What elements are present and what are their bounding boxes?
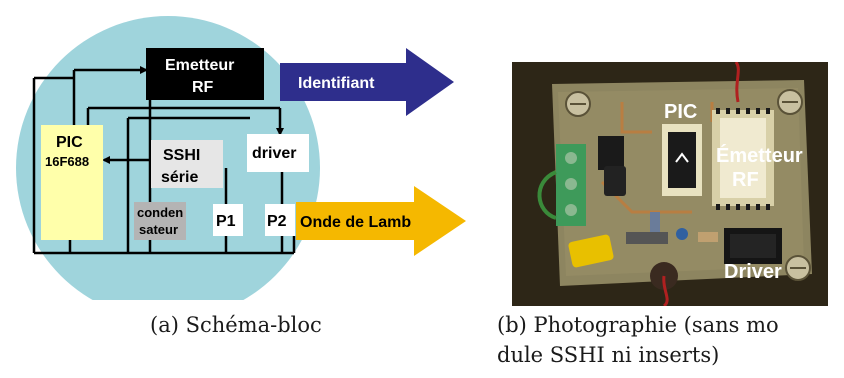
photo-driver-label: Driver	[724, 261, 782, 283]
photo-emetteur-rf-label: RF	[732, 169, 759, 191]
p2-label: P2	[267, 213, 287, 230]
driver-block	[247, 134, 309, 172]
p1-label: P1	[216, 213, 236, 230]
pic-model-label: 16F688	[45, 154, 89, 169]
p2-block	[265, 204, 295, 236]
pic-block	[41, 125, 103, 240]
condensateur-block	[134, 202, 186, 240]
sshi-block	[151, 140, 223, 188]
emetteur-rf-label: RF	[192, 79, 214, 96]
sshi-serie-label: série	[161, 169, 198, 186]
caption-b-line-2: dule SSHI ni inserts)	[497, 343, 720, 367]
caption-b: (b) Photographie (sans mo dule SSHI ni i…	[497, 310, 837, 370]
sshi-label: SSHI	[163, 147, 200, 164]
pic-label: PIC	[56, 134, 83, 151]
block-diagram: Identifiant Onde de Lamb PIC	[16, 16, 466, 300]
caption-b-line-1: (b) Photographie (sans mo	[497, 313, 779, 337]
photo-pic-label: PIC	[664, 101, 697, 123]
p1-block	[213, 204, 243, 236]
wiring	[32, 66, 296, 255]
identifiant-label: Identifiant	[298, 75, 375, 92]
driver-label: driver	[252, 145, 296, 162]
caption-a: (a) Schéma-bloc	[150, 313, 322, 337]
identifiant-arrow	[280, 48, 454, 116]
condensateur-label-2: sateur	[139, 222, 178, 237]
circuit-photo: PIC Émetteur RF Driver	[512, 62, 828, 306]
condensateur-label-1: conden	[137, 205, 183, 220]
onde-de-lamb-arrow	[296, 186, 466, 256]
emetteur-rf-block	[146, 48, 264, 100]
emetteur-label: Emetteur	[165, 57, 234, 74]
onde-de-lamb-label: Onde de Lamb	[300, 214, 411, 231]
photo-emetteur-label: Émetteur	[716, 144, 803, 167]
